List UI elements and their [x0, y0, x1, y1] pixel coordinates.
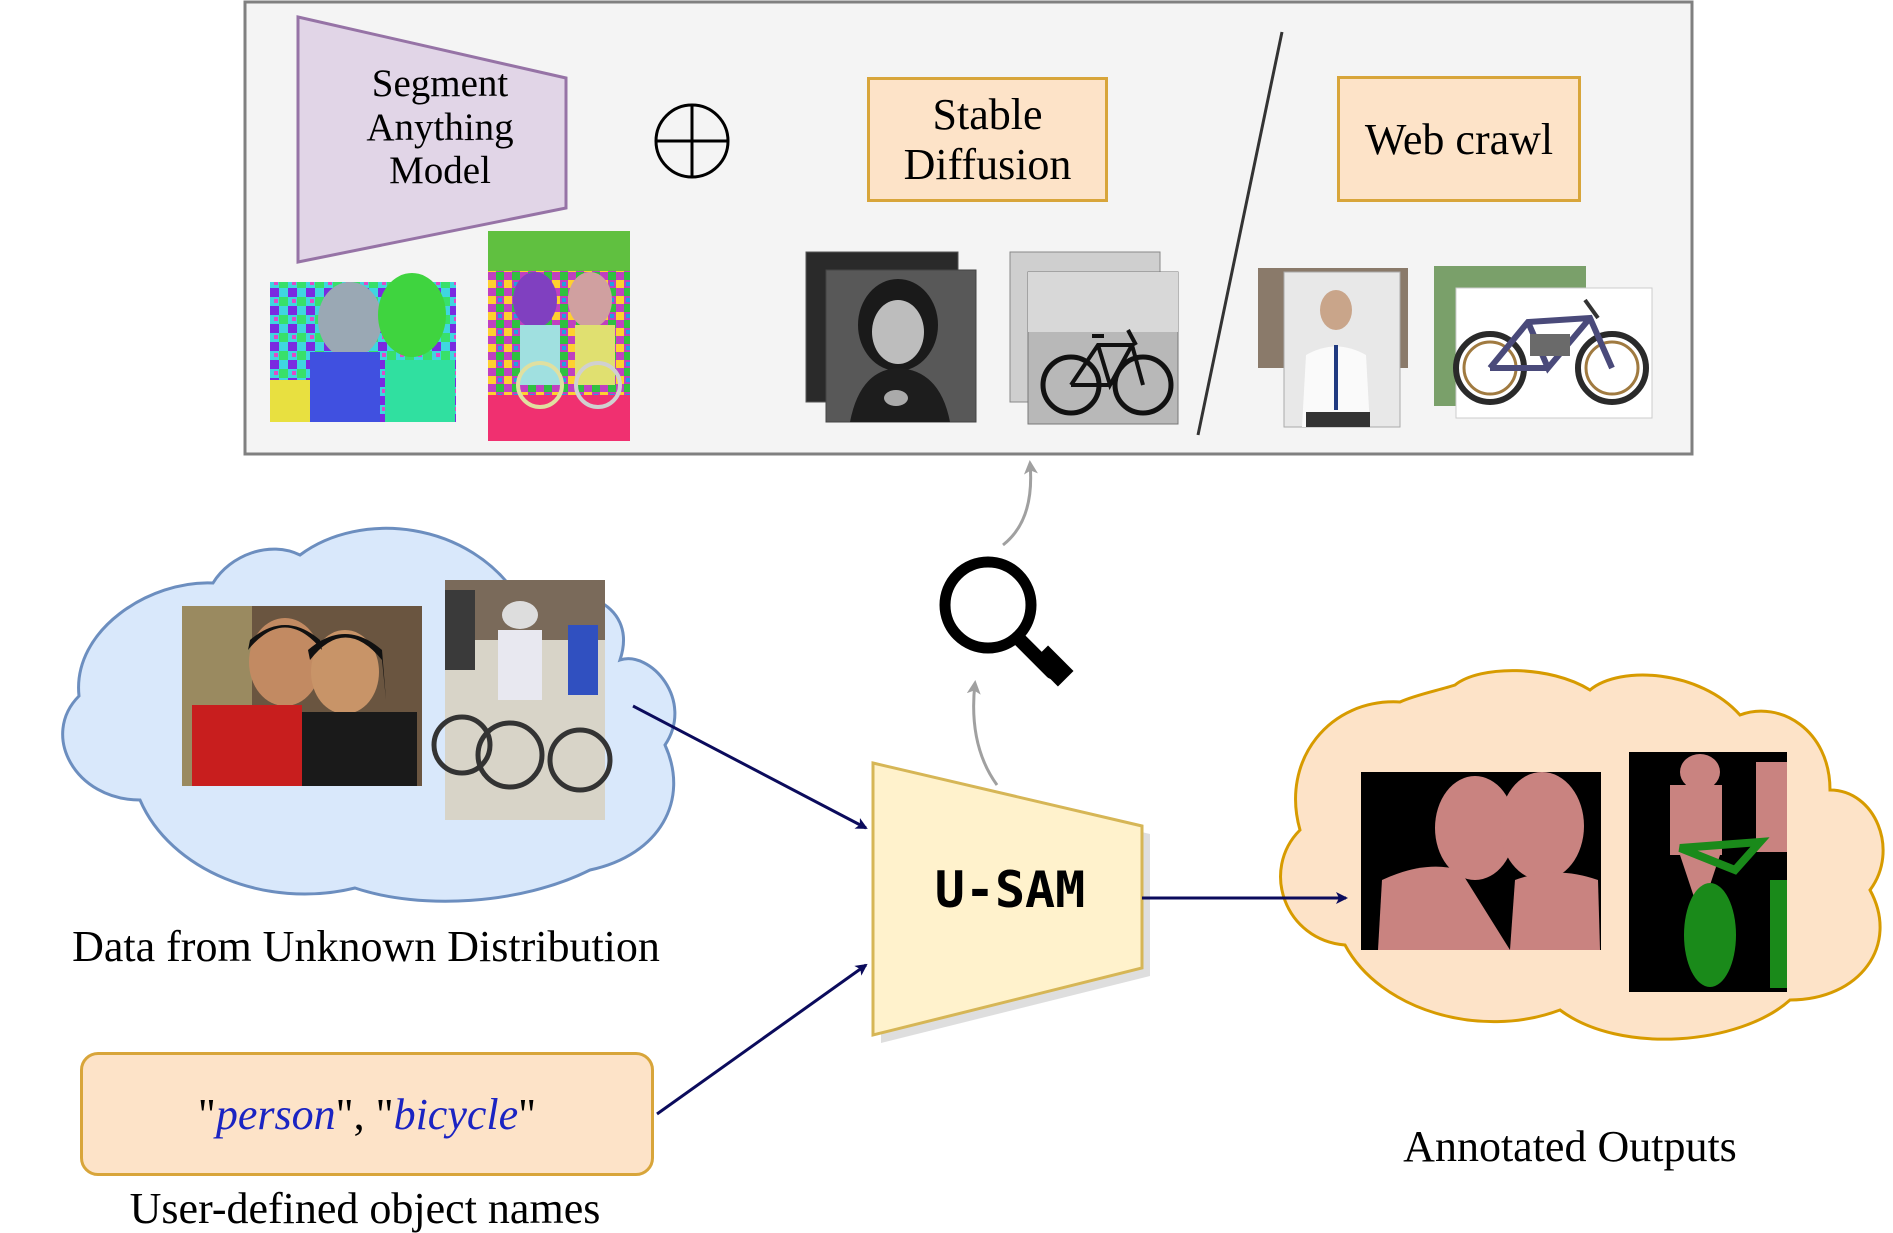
- object-names-box: "person", "bicycle": [80, 1052, 654, 1176]
- arrow-magnifier-to-panel: [1002, 460, 1038, 547]
- sd-image-bicycle: [1009, 251, 1179, 425]
- web-crawl-label: Web crawl: [1364, 114, 1554, 164]
- quote-open: ": [197, 1089, 216, 1139]
- plus-circle-icon: [654, 103, 730, 179]
- arrow-names-to-usam: [656, 963, 868, 1116]
- stable-diffusion-box: Stable Diffusion: [867, 77, 1108, 202]
- sam-label: Segment Anything Model: [366, 62, 514, 193]
- quote-close: ": [518, 1089, 537, 1139]
- input-data-caption: Data from Unknown Distribution: [72, 922, 660, 971]
- magnifier-icon: [939, 556, 1074, 687]
- output-mask-cyclists: [1629, 752, 1787, 992]
- web-image-bicycle: [1434, 266, 1653, 419]
- input-image-couple: [182, 606, 422, 786]
- stable-diffusion-label: Stable Diffusion: [903, 90, 1072, 189]
- panel-divider: [1196, 31, 1284, 436]
- usam-block: [871, 761, 1144, 1037]
- usam-label: U-SAM: [934, 861, 1086, 919]
- output-mask-couple: [1361, 772, 1601, 950]
- sam-seg-image-people: [270, 273, 456, 422]
- web-crawl-box: Web crawl: [1337, 76, 1581, 202]
- object-name-bicycle: bicycle: [393, 1089, 519, 1139]
- web-image-person: [1258, 268, 1408, 428]
- input-image-cyclists: [431, 580, 613, 820]
- object-names-caption: User-defined object names: [129, 1184, 601, 1233]
- sd-image-portrait: [805, 251, 977, 423]
- sam-block: [296, 15, 568, 264]
- object-name-person: person: [215, 1089, 336, 1139]
- arrow-data-to-usam: [632, 704, 868, 830]
- output-caption: Annotated Outputs: [1403, 1122, 1737, 1171]
- arrow-usam-to-magnifier: [966, 680, 999, 786]
- quote-sep: ", ": [335, 1089, 394, 1139]
- sam-seg-image-cyclists: [488, 231, 630, 441]
